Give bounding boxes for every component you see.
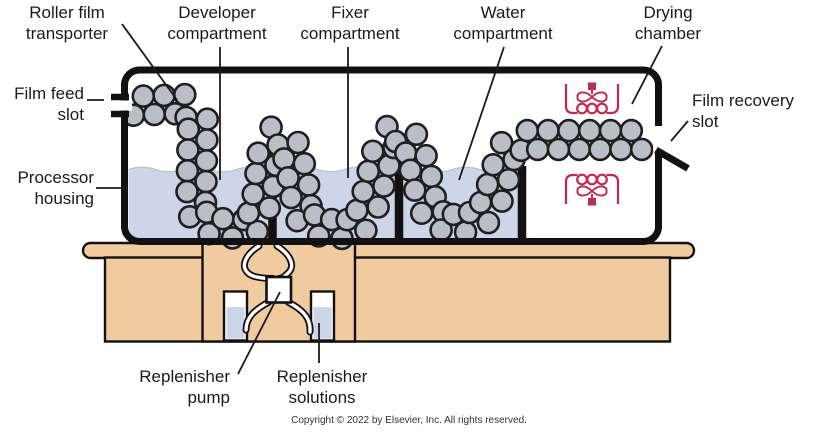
roller xyxy=(629,137,654,162)
roller xyxy=(490,189,514,213)
roller xyxy=(546,137,571,162)
roller xyxy=(241,182,265,206)
roller xyxy=(351,179,376,204)
replenisher-pump-box xyxy=(265,275,293,304)
roller xyxy=(515,118,540,143)
replenisher-solution-tank-right xyxy=(309,290,336,342)
roller xyxy=(194,149,219,173)
leader-lines xyxy=(87,23,689,375)
roller xyxy=(244,161,268,186)
roller xyxy=(356,159,381,184)
roller xyxy=(567,137,592,162)
label-roller-film-transporter: Roller film transporter xyxy=(25,3,109,43)
film-recovery-slot-gap xyxy=(653,126,664,151)
label-replenisher-pump: Replenisher pump xyxy=(139,367,230,407)
label-water-compartment: Water compartment xyxy=(453,3,553,43)
roller xyxy=(272,147,296,171)
roller xyxy=(557,118,581,143)
leader-drying-chamber xyxy=(631,45,663,105)
label-film-recovery-slot: Film recovery slot xyxy=(692,91,795,131)
roller xyxy=(489,130,514,155)
roller xyxy=(246,141,271,165)
roller xyxy=(175,179,199,204)
roller xyxy=(577,118,602,143)
roller xyxy=(609,137,633,162)
film-feed-slot-gap xyxy=(117,100,132,111)
cabinet xyxy=(81,241,696,343)
roller xyxy=(173,82,197,107)
roller xyxy=(475,172,500,197)
copyright-notice: Copyright © 2022 by Elsevier, Inc. All r… xyxy=(291,415,527,426)
roller xyxy=(588,137,612,162)
leader-roller-film-transporter xyxy=(121,23,178,101)
roller xyxy=(279,185,303,210)
roller xyxy=(211,206,235,231)
roller xyxy=(598,118,623,143)
label-drying-chamber: Drying chamber xyxy=(634,3,702,43)
roller xyxy=(195,128,219,152)
roller xyxy=(366,195,390,219)
leader-film-recovery-slot xyxy=(670,120,689,142)
roller xyxy=(286,130,310,155)
compartment-divider xyxy=(517,166,527,241)
roller xyxy=(142,102,167,127)
replenisher-solution-tank-left xyxy=(222,290,249,342)
roller xyxy=(398,158,423,183)
film-recovery-deflector xyxy=(654,146,690,172)
label-processor-housing: Processor housing xyxy=(17,168,94,208)
tabletop xyxy=(81,241,696,260)
roller xyxy=(354,218,378,243)
roller xyxy=(402,178,427,202)
processor-housing-outline xyxy=(121,66,662,245)
roller xyxy=(360,139,385,164)
roller xyxy=(481,153,506,177)
roller-film-transporter-rollers xyxy=(121,82,654,251)
roller xyxy=(404,122,429,147)
leader-replenisher-pump xyxy=(237,291,281,375)
label-fixer-compartment: Fixer compartment xyxy=(300,3,400,43)
label-replenisher-solutions: Replenisher solutions xyxy=(276,367,368,407)
roller xyxy=(194,169,218,194)
roller xyxy=(195,107,220,131)
roller xyxy=(536,118,560,143)
label-developer-compartment: Developer compartment xyxy=(167,3,267,43)
roller xyxy=(409,201,434,225)
leader-water xyxy=(458,46,505,181)
roller xyxy=(276,166,300,190)
cabinet-body xyxy=(103,256,672,343)
label-film-feed-slot: Film feed slot xyxy=(14,84,84,124)
roller xyxy=(525,137,550,162)
compartment-divider xyxy=(394,162,404,241)
roller xyxy=(236,201,261,225)
roller xyxy=(619,118,644,143)
roller xyxy=(476,210,501,235)
